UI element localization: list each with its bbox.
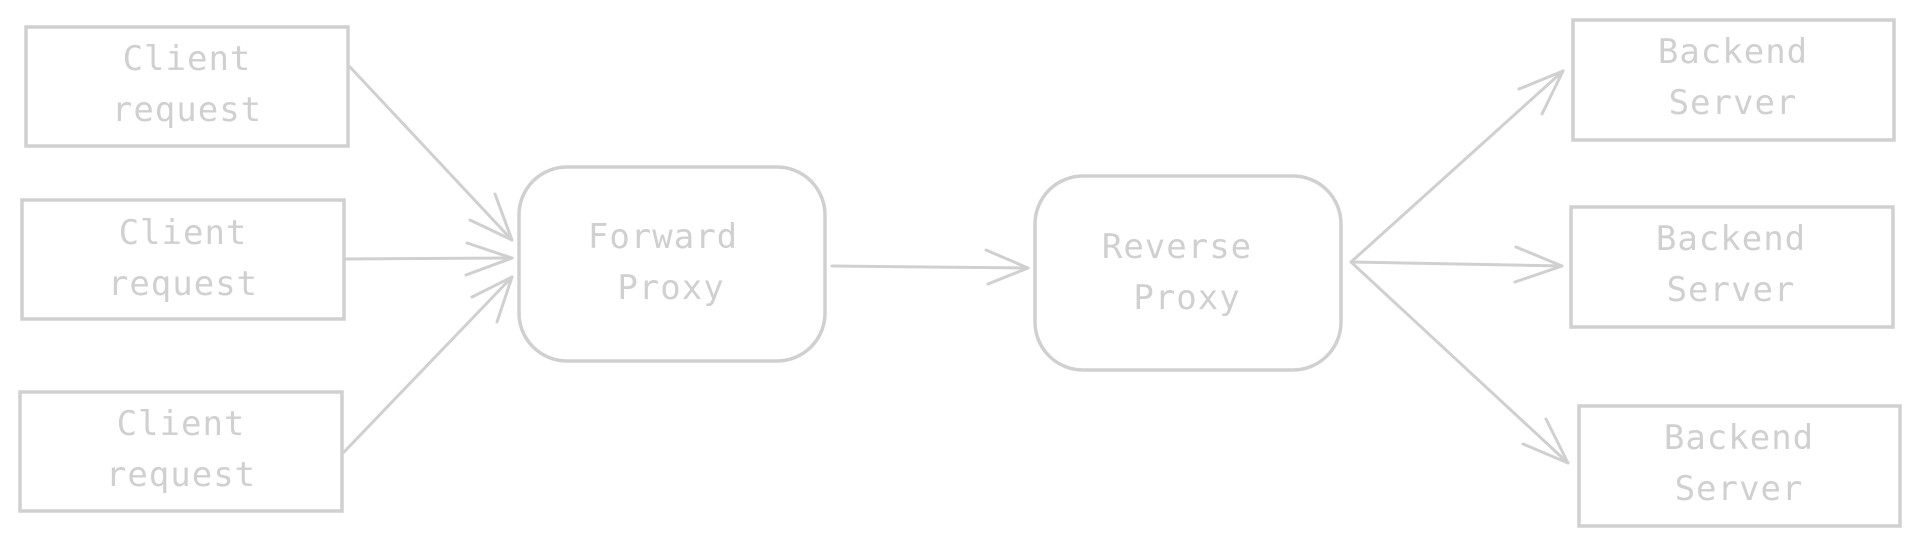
edge-reverse-proxy-to-backend3	[1349, 260, 1570, 465]
backend-server-node-3-line2: Server	[1675, 469, 1804, 509]
edge-reverse-proxy-to-backend1	[1349, 69, 1565, 264]
forward-proxy-line1: Forward	[588, 217, 738, 257]
client-request-node-3-line1: Client	[117, 404, 246, 444]
backend-server-node-3-line1: Backend	[1664, 418, 1814, 458]
client-request-node-1: Client request	[24, 25, 350, 148]
backend-server-node-1-line1: Backend	[1658, 32, 1808, 72]
client-request-node-1-line1: Client	[123, 39, 252, 79]
client-request-node-2-line2: request	[108, 264, 258, 304]
backend-server-node-1: Backend Server	[1571, 18, 1896, 142]
backend-server-node-2: Backend Server	[1569, 205, 1895, 329]
backend-server-node-3: Backend Server	[1577, 404, 1902, 528]
client-request-node-3-line2: request	[106, 455, 256, 495]
reverse-proxy-node: Reverse Proxy	[1033, 174, 1343, 372]
edge-forward-to-reverse-proxy	[830, 248, 1030, 286]
reverse-proxy-line1: Reverse	[1102, 227, 1252, 267]
forward-proxy-line2: Proxy	[617, 268, 724, 308]
client-request-node-3: Client request	[18, 390, 344, 513]
forward-proxy-node: Forward Proxy	[517, 165, 827, 363]
client-request-node-1-line2: request	[112, 90, 262, 130]
edge-client3-to-forward-proxy	[342, 275, 514, 454]
edge-reverse-proxy-to-backend2	[1349, 245, 1564, 284]
backend-server-node-1-line2: Server	[1669, 83, 1798, 123]
client-request-node-2: Client request	[20, 198, 346, 321]
reverse-proxy-line2: Proxy	[1133, 278, 1240, 318]
client-request-node-2-line1: Client	[119, 213, 248, 253]
edge-client1-to-forward-proxy	[348, 65, 514, 242]
backend-server-node-2-line1: Backend	[1656, 219, 1806, 259]
edge-client2-to-forward-proxy	[342, 241, 514, 277]
backend-server-node-2-line2: Server	[1667, 270, 1796, 310]
